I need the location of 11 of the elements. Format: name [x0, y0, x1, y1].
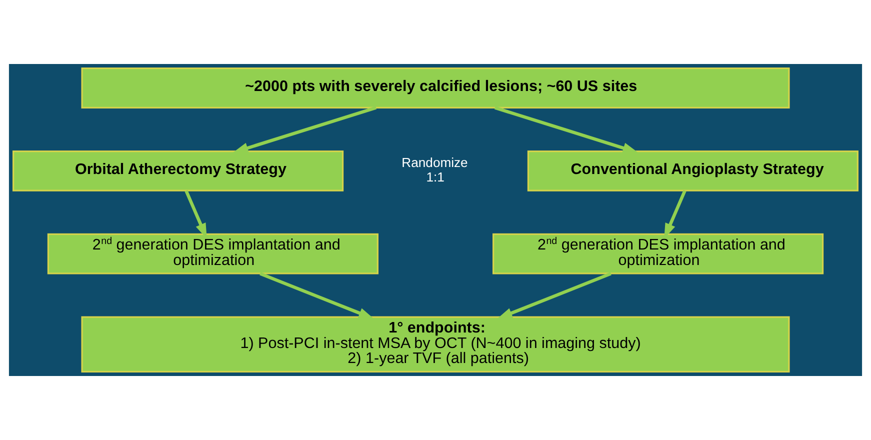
node-box: ~2000 pts with severely calcified lesions; ~60 US sites [81, 68, 790, 108]
arrow [494, 106, 638, 154]
arrow [232, 106, 377, 154]
node-box: 2$^{nd}$ generation DES implantation and optimization [492, 233, 824, 274]
label: Randomize 1:1 [402, 155, 468, 184]
arrow [260, 272, 374, 319]
arrow [497, 272, 612, 319]
node-box: Conventional Angioplasty Strategy [527, 150, 858, 192]
node-box: 2$^{nd}$ generation DES implantation and optimization [47, 233, 378, 274]
node-box: 1° endpoints: 1) Post-PCI in-stent MSA by OCT (N~400 in imaging study) 2) 1-year TVF (all patients) [81, 316, 790, 372]
node-box: Orbital Atherectomy Strategy [12, 150, 344, 192]
